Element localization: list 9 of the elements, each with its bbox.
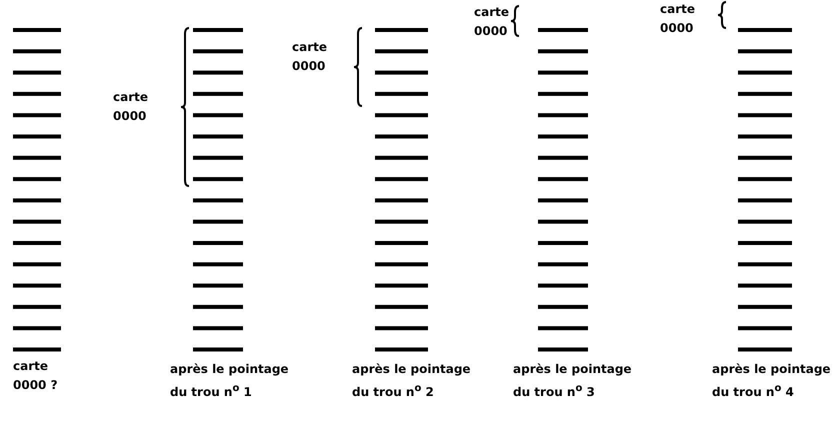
caption: après le pointage du trou n$^{o}$ 1 — [170, 361, 290, 401]
stack-label: carte 0000 — [474, 4, 510, 40]
caption: après le pointage du trou n$^{o}$ 3 — [513, 361, 633, 401]
stack-label: carte 0000 — [292, 39, 328, 75]
stack-label: carte 0000 — [113, 89, 150, 125]
caption: après le pointage du trou n$^{o}$ 4 — [712, 361, 832, 401]
caption: carte 0000 ? — [13, 358, 59, 394]
caption: après le pointage du trou n$^{o}$ 2 — [352, 361, 472, 401]
stack-label: carte 0000 — [660, 1, 696, 37]
